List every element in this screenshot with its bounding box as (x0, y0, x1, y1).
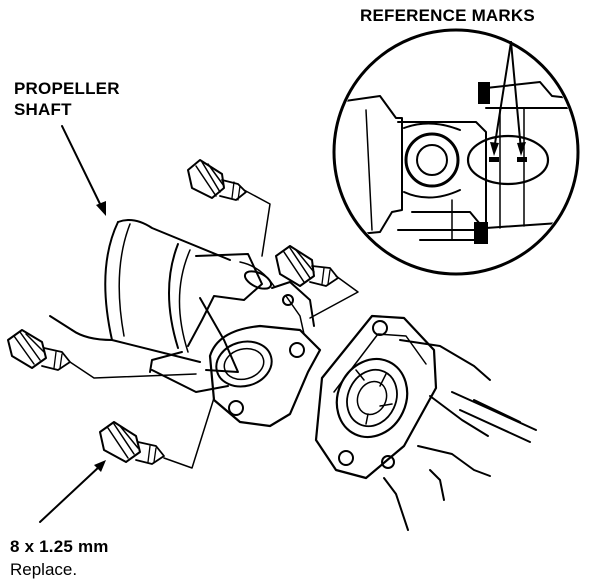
bolt-bottom (99, 421, 165, 465)
companion-flange (314, 314, 537, 531)
reference-marks-detail-inset (332, 28, 580, 276)
propeller-shaft-arrow (61, 125, 106, 216)
bolt-left (7, 329, 71, 371)
bolt-size-label: 8 x 1.25 mm (10, 537, 109, 556)
reference-marks-label: REFERENCE MARKS (360, 6, 535, 25)
propeller-shaft (49, 219, 322, 428)
bolt-right (275, 245, 339, 287)
bolt-replace-note: Replace. (10, 560, 78, 579)
bolt-leader-lines (69, 189, 359, 469)
bolt-size-arrow (39, 460, 106, 523)
propeller-shaft-label-line1: PROPELLER (14, 79, 120, 98)
bolt-top (187, 159, 247, 201)
propeller-shaft-label-line2: SHAFT (14, 100, 72, 119)
